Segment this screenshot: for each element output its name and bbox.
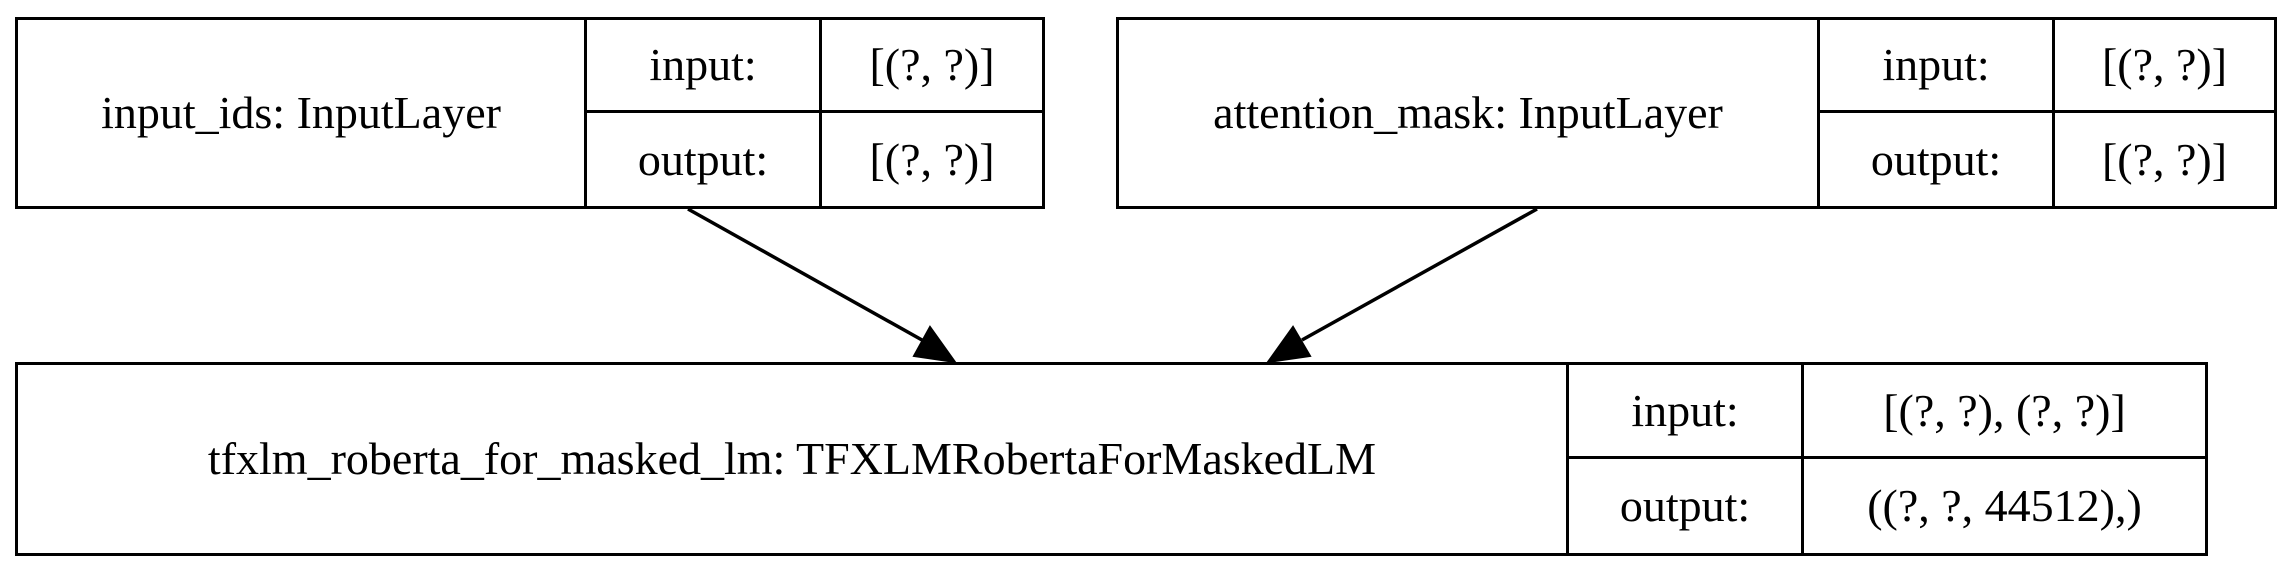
arrowhead-attention-mask-to-mlm [1265, 325, 1312, 364]
output-shape: [(?, ?)] [2101, 133, 2228, 185]
edge-attention-mask-to-mlm [1301, 207, 1538, 342]
node-name: tfxlm_roberta_for_masked_lm: TFXLMRobert… [18, 365, 1569, 553]
output-key: output: [1820, 113, 2055, 206]
output-shape: ((?, ?, 44512),) [1867, 480, 2142, 531]
output-shape: [(?, ?)] [869, 133, 995, 185]
edge-input-ids-to-mlm [687, 207, 923, 342]
node-attention-mask: attention_mask: InputLayer input: [(?, ?… [1116, 17, 2277, 209]
output-key: output: [1569, 459, 1804, 553]
input-key: input: [587, 20, 822, 113]
input-shape: [(?, ?)] [822, 20, 1042, 113]
node-masked-lm: tfxlm_roberta_for_masked_lm: TFXLMRobert… [15, 362, 2208, 556]
node-name: input_ids: InputLayer [18, 20, 587, 206]
input-key: input: [1569, 365, 1804, 459]
node-name: attention_mask: InputLayer [1119, 20, 1820, 206]
input-shape: [(?, ?)] [2055, 20, 2274, 113]
input-shape: [(?, ?), (?, ?)] [1804, 365, 2205, 459]
input-key: input: [1820, 20, 2055, 113]
output-key: output: [587, 113, 822, 206]
arrowhead-input-ids-to-mlm [912, 325, 958, 364]
node-input-ids: input_ids: InputLayer input: [(?, ?)] ou… [15, 17, 1045, 209]
